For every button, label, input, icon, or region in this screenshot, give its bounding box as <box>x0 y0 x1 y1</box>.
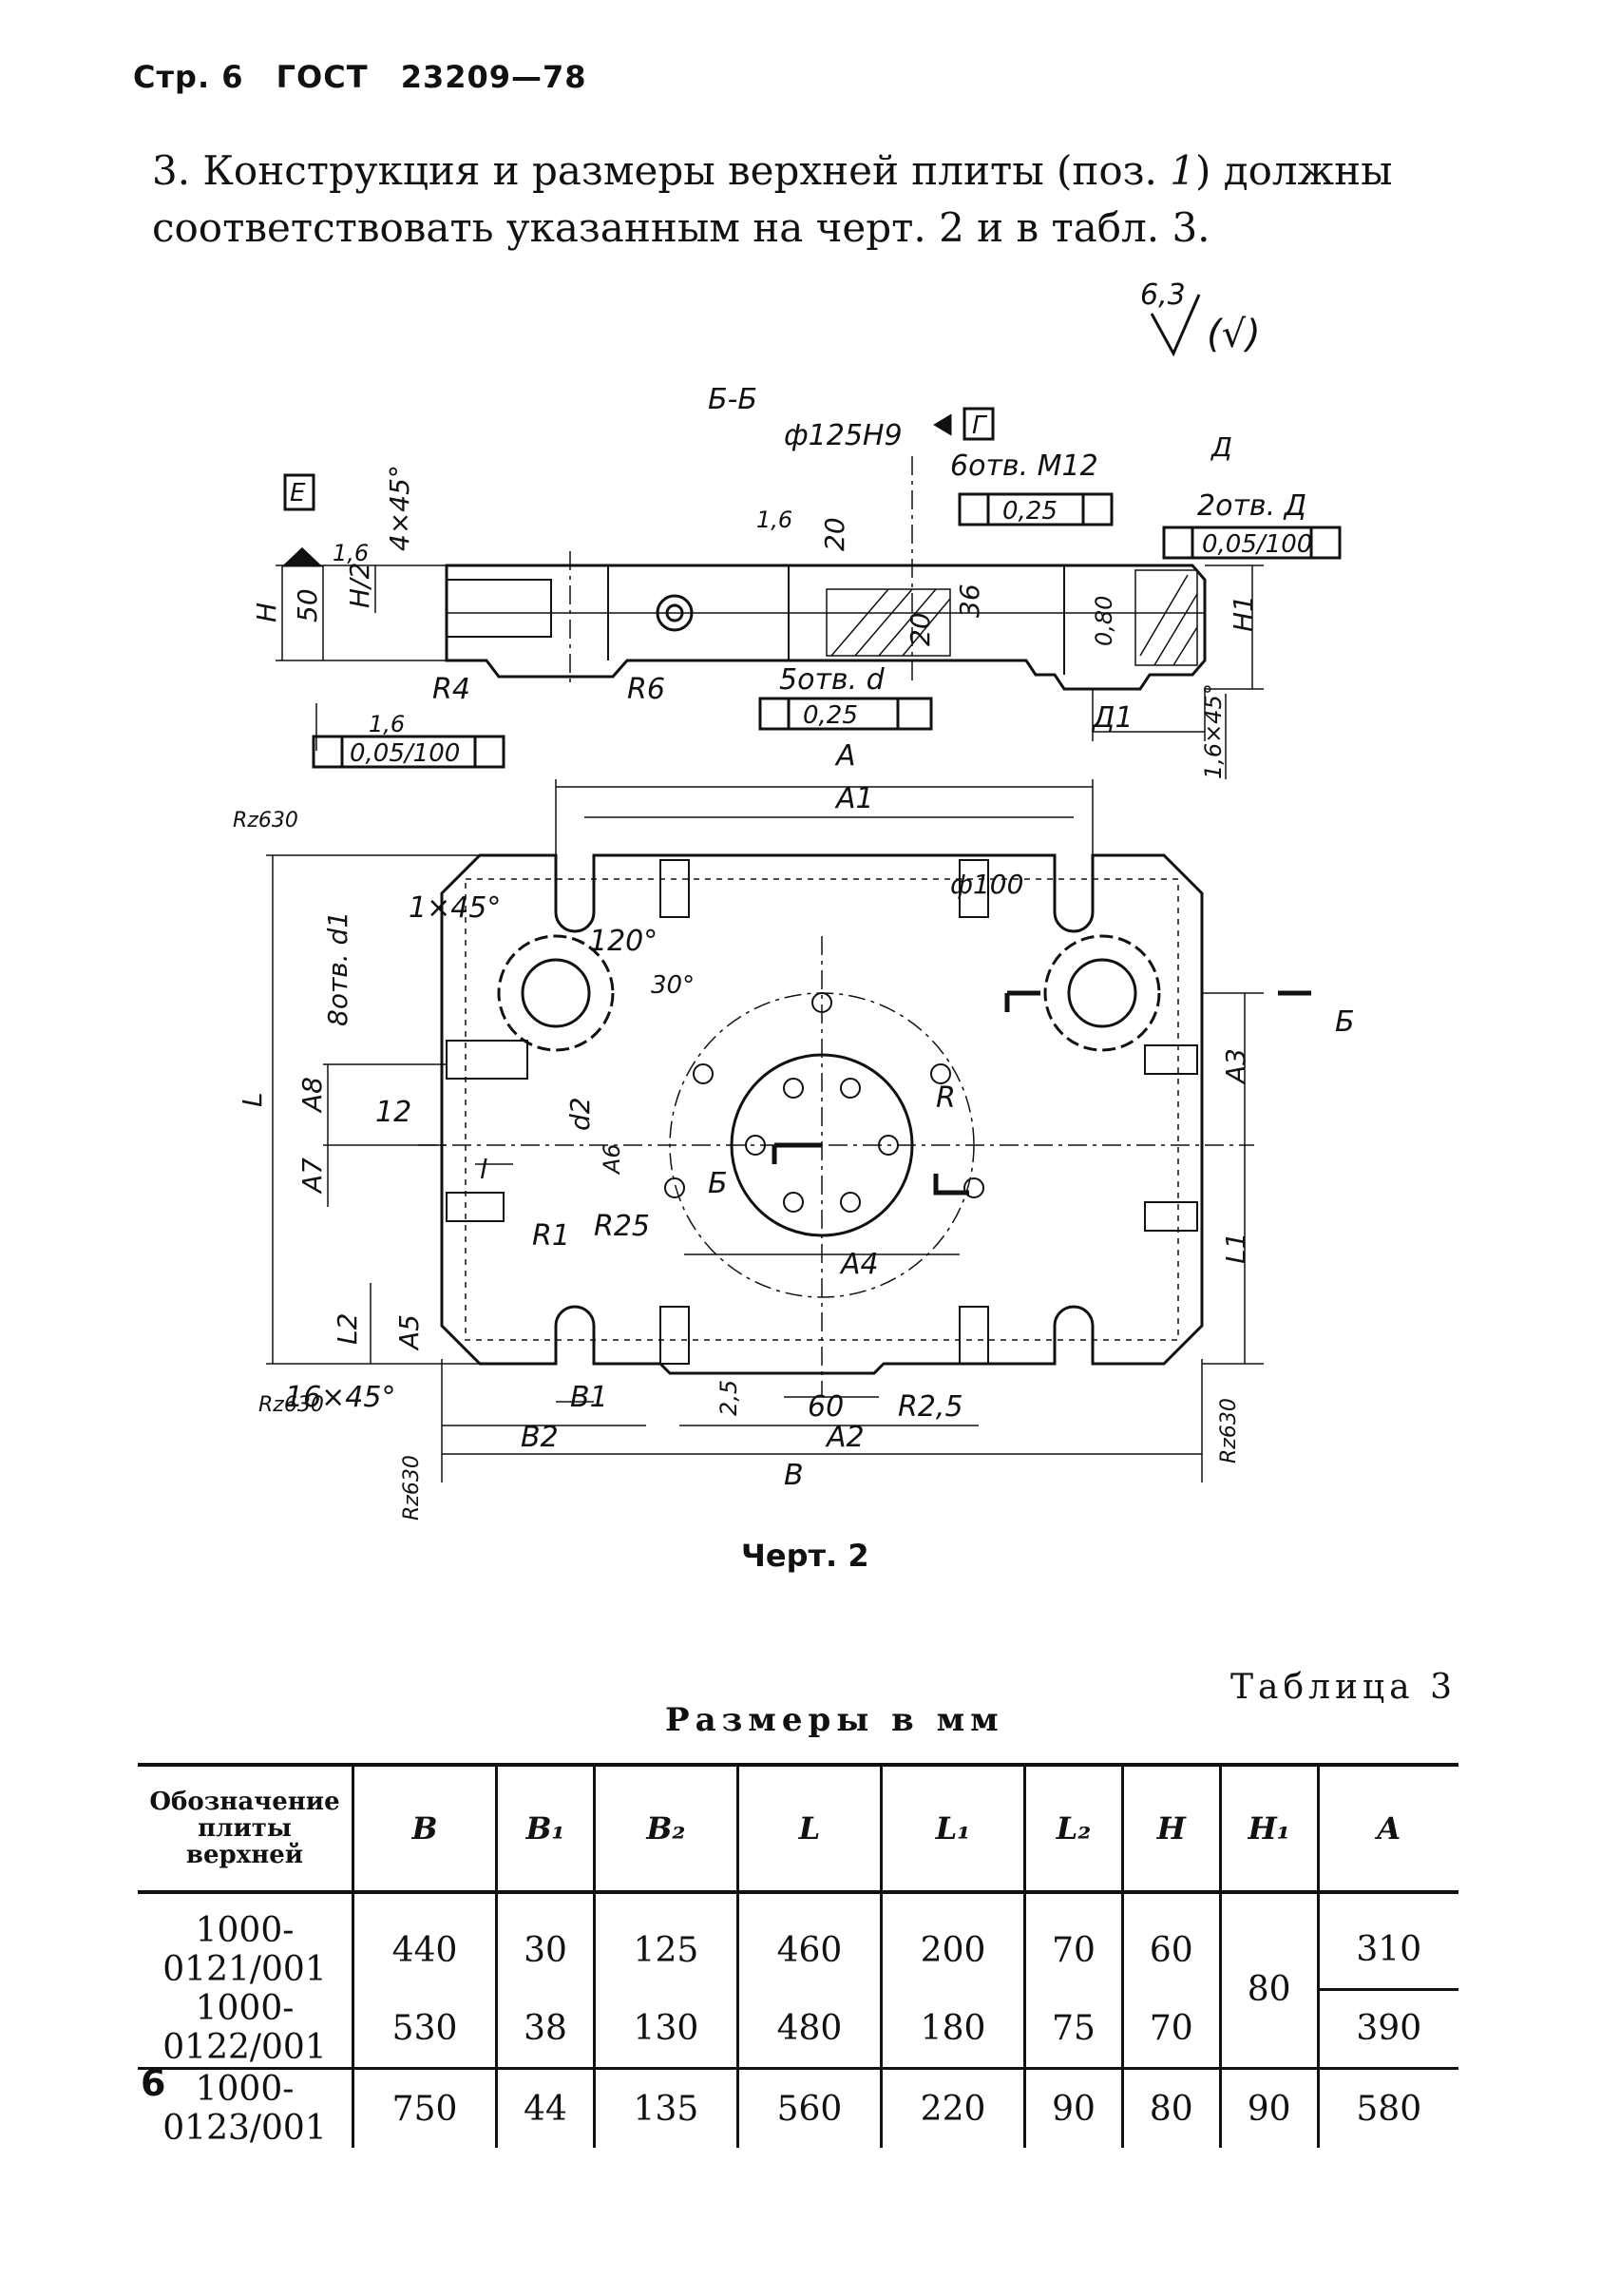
table-label: Таблица 3 <box>1230 1668 1457 1707</box>
angle-120: 120° <box>589 925 658 958</box>
datum-g: Г <box>972 411 988 440</box>
a3-label: A3 <box>1220 1048 1251 1085</box>
a6-label: A6 <box>599 1143 625 1176</box>
rough-1-6b: 1,6 <box>369 711 405 737</box>
col-designation: Обозначение плиты верхней <box>138 1763 353 1894</box>
angle-30: 30° <box>651 971 695 1000</box>
section-label: Б-Б <box>708 383 757 416</box>
d-holes: 5отв. d <box>779 663 886 697</box>
dim-2-5: 2,5 <box>715 1380 742 1416</box>
chamfer-top: 4×45° <box>384 465 415 551</box>
b-label: B <box>784 1459 804 1492</box>
d1-label: Д1 <box>1091 701 1134 735</box>
dim-20: 20 <box>819 517 850 551</box>
l1-label: L1 <box>1220 1233 1251 1264</box>
r4-label: R4 <box>432 673 470 706</box>
b1-label: B1 <box>570 1381 608 1414</box>
standard-name: ГОСТ <box>276 59 369 95</box>
dim-60: 60 <box>808 1390 844 1424</box>
a5-label: A5 <box>393 1314 425 1351</box>
col-a: A <box>1316 1763 1458 1894</box>
col-l1: L₁ <box>879 1763 1025 1894</box>
clause-text: 3. Конструкция и размеры верхней плиты (… <box>152 147 1393 251</box>
d2-label: d2 <box>564 1097 596 1131</box>
rough-1-6c: 1,6 <box>756 507 792 533</box>
bore-dim: ф125H9 <box>784 419 903 452</box>
chamfer-side: 1,6×45° <box>1200 683 1227 779</box>
m12-holes: 6отв. М12 <box>950 450 1098 483</box>
rz-top: Rz630 <box>233 809 298 832</box>
a7-label: A7 <box>296 1158 328 1195</box>
roughness-symbol <box>1150 294 1201 357</box>
table-row: 1000-0123/001 750 44 135 560 220 90 80 9… <box>138 2067 1458 2148</box>
plate-outline <box>440 853 1204 1375</box>
l2-label: L2 <box>332 1313 363 1345</box>
h2-label: H/2 <box>344 563 375 608</box>
h-label: H <box>251 603 282 622</box>
col-b: B <box>351 1763 497 1894</box>
r2-5-label: R2,5 <box>898 1390 963 1424</box>
circle-100: ф100 <box>950 869 1023 900</box>
section-mark-right: Б <box>1335 1005 1355 1039</box>
page-number: 6 <box>141 2062 166 2104</box>
figure-caption: Черт. 2 <box>741 1538 869 1574</box>
page-header: Стр. 6 ГОСТ 23209—78 <box>133 59 608 95</box>
rz-right: Rz630 <box>1217 1398 1241 1464</box>
r1-label: R1 <box>532 1219 570 1253</box>
dimensions-table: Обозначение плиты верхней B B₁ B₂ L L₁ L… <box>138 1763 1458 2148</box>
section-mark-center: Б <box>708 1167 728 1200</box>
table-units: Размеры в мм <box>665 1701 1004 1739</box>
page-ref: Стр. 6 <box>133 59 244 95</box>
datum-e: E <box>290 479 306 507</box>
rough-1-6: 1,6 <box>333 540 369 566</box>
r25-label: R25 <box>594 1210 650 1243</box>
pos-tol-m12: 0,25 <box>1002 497 1058 526</box>
h1-label: H1 <box>1228 595 1259 632</box>
standard-number: 23209—78 <box>400 59 587 95</box>
col-b2: B₂ <box>592 1763 738 1894</box>
pos-tol-d: 0,25 <box>803 701 858 730</box>
col-h: H <box>1120 1763 1221 1894</box>
dim-50: 50 <box>292 588 323 622</box>
dim-20b: 20 <box>905 612 936 646</box>
l-label: L <box>237 1092 268 1107</box>
perp-tol: 0,05/100 <box>1202 530 1312 559</box>
roughness-value: 6,3 <box>1140 278 1186 312</box>
a4-label: A4 <box>839 1248 879 1281</box>
chamfer-bottom: 16×45° <box>285 1381 395 1414</box>
datum-d: Д <box>1210 431 1232 463</box>
col-b1: B₁ <box>495 1763 595 1894</box>
chamfer-corner: 1×45° <box>409 891 501 925</box>
col-l: L <box>735 1763 882 1894</box>
rz-bottom: Rz630 <box>400 1455 424 1521</box>
a2-label: A2 <box>825 1421 865 1454</box>
dim-36: 36 <box>954 584 985 618</box>
table-header-row: Обозначение плиты верхней B B₁ B₂ L L₁ L… <box>138 1763 1458 1894</box>
table-row: 1000-0121/001 440 30 125 460 200 70 60 8… <box>138 1892 1458 2069</box>
roughness-rest: (√) <box>1207 313 1261 356</box>
holes-2d: 2отв. Д <box>1197 489 1306 523</box>
b2-label: B2 <box>521 1421 559 1454</box>
dim-0-80: 0,80 <box>1091 596 1117 646</box>
pos-ref: 1 <box>1170 147 1195 194</box>
l-small-label: l <box>480 1154 487 1185</box>
r6-label: R6 <box>627 673 665 706</box>
col-h1: H₁ <box>1218 1763 1318 1894</box>
h1-merged: 80 <box>1218 1892 1318 2069</box>
a1-label: A1 <box>834 782 874 815</box>
a8-label: A8 <box>296 1077 328 1114</box>
rz-left: Rz630 <box>258 1393 324 1417</box>
technical-drawing: 6,3 (√) Б-Б ф125H9 Г 6отв. М12 0,25 2отв… <box>233 278 1355 1521</box>
a-label: A <box>834 739 856 773</box>
dim-12: 12 <box>375 1096 411 1129</box>
table-row: 1000-0122/001 530 38 130 480 180 75 70 3… <box>138 1989 1458 2070</box>
parallel-tol: 0,05/100 <box>350 739 460 768</box>
section-body <box>445 564 1207 691</box>
col-l2: L₂ <box>1023 1763 1123 1894</box>
holes-8: 8отв. d1 <box>322 911 353 1026</box>
r-label: R <box>936 1081 956 1115</box>
